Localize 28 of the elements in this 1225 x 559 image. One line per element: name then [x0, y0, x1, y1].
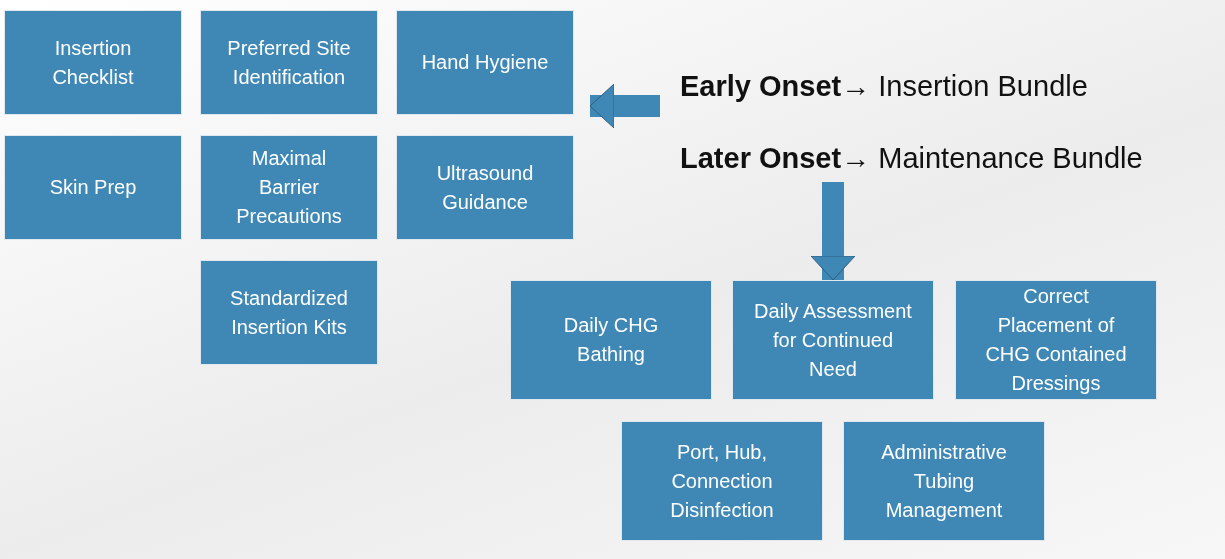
bundle-item-box — [621, 421, 823, 541]
bundle-item-box — [955, 280, 1157, 400]
item-label: Port, Hub, Connection Disinfection — [669, 439, 775, 523]
item-label: Administrative Tubing Management — [880, 439, 1008, 523]
item-label: Preferred Site Identification — [226, 35, 352, 90]
bundle-item-box — [843, 421, 1045, 541]
bundle-item-box — [200, 260, 378, 365]
bundle-item-box — [4, 135, 182, 240]
bundle-item-box — [4, 10, 182, 115]
bundle-item-box — [200, 135, 378, 240]
bundle-item-box — [396, 10, 574, 115]
item-label: Daily CHG Bathing — [562, 313, 660, 367]
block-arrow — [810, 182, 856, 281]
item-label: Hand Hygiene — [420, 50, 550, 75]
item-label: Correct Placement of CHG Contained Dressings — [984, 284, 1128, 396]
block-arrow — [589, 83, 660, 129]
item-label: Standardized Insertion Kits — [229, 285, 349, 340]
bundle-item-box — [510, 280, 712, 400]
bundle-item-box — [200, 10, 378, 115]
item-label: Daily Assessment for Continued Need — [753, 298, 913, 382]
onset-bundle-text: Later Onset→ Maintenance Bundle — [680, 142, 1143, 175]
item-label: Maximal Barrier Precautions — [235, 146, 343, 229]
bundle-item-box — [732, 280, 934, 400]
bundle-item-box — [396, 135, 574, 240]
onset-bundle-text: Early Onset→ Insertion Bundle — [680, 70, 1088, 103]
item-label: Ultrasound Guidance — [435, 160, 535, 215]
item-label: Skin Prep — [48, 175, 138, 200]
item-label: Insertion Checklist — [51, 35, 135, 90]
